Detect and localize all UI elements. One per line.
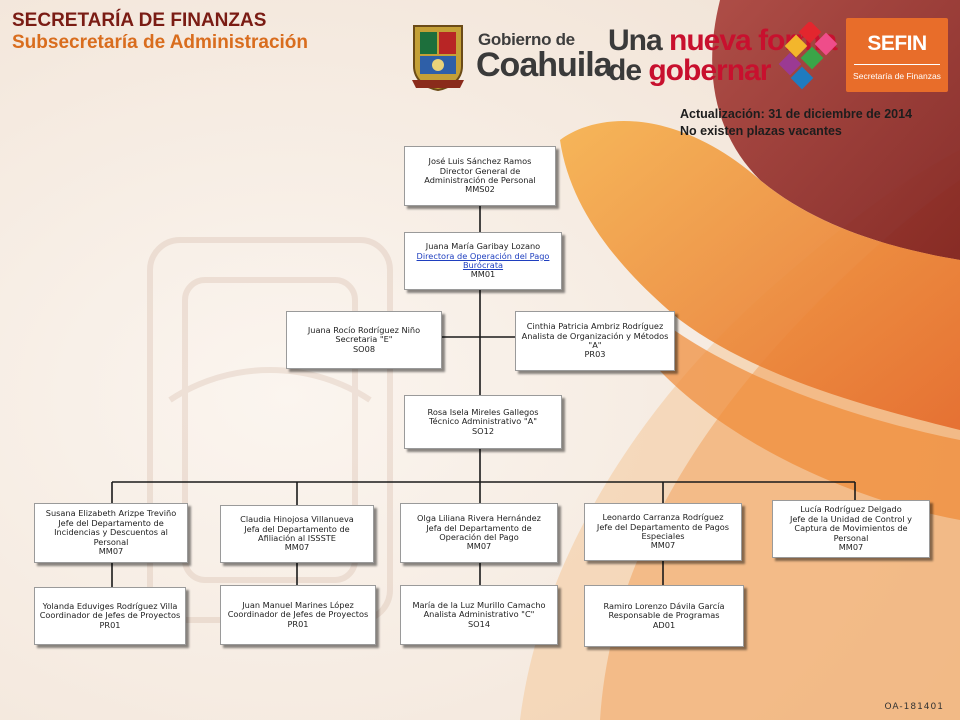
node-code: MM07 bbox=[284, 542, 310, 553]
coahuila-seal-icon bbox=[412, 25, 464, 92]
org-node-secretaria: Juana Rocío Rodríguez Niño Secretaria "E… bbox=[286, 311, 442, 369]
org-node-analista-organizacion: Cinthia Patricia Ambriz Rodríguez Analis… bbox=[515, 311, 675, 371]
node-name: Juan Manuel Marines López bbox=[242, 599, 354, 610]
slogan-part-4: gobernar bbox=[648, 54, 771, 87]
org-node-tecnico: Rosa Isela Mireles Gallegos Técnico Admi… bbox=[404, 395, 562, 449]
sefin-logo: SEFIN Secretaría de Finanzas bbox=[846, 18, 948, 92]
node-name: Olga Liliana Rivera Hernández bbox=[417, 513, 541, 524]
sefin-logo-title: SEFIN bbox=[867, 32, 927, 55]
node-title: Jefa del Departamento de Operación del P… bbox=[426, 522, 532, 542]
node-title: Jefe del Departamento de Pagos Especiale… bbox=[596, 521, 730, 541]
org-node-coordinador-marines: Juan Manuel Marines López Coordinador de… bbox=[220, 585, 376, 645]
node-title: Secretaria "E" bbox=[335, 334, 393, 345]
node-name: Cinthia Patricia Ambriz Rodríguez bbox=[526, 321, 664, 332]
sefin-logo-divider bbox=[854, 64, 940, 65]
org-node-jefa-afiliacion: Claudia Hinojosa Villanueva Jefa del Dep… bbox=[220, 505, 374, 563]
node-name: Rosa Isela Mireles Gallegos bbox=[427, 406, 539, 417]
org-node-jefe-pagos-especiales: Leonardo Carranza Rodríguez Jefe del Dep… bbox=[584, 503, 742, 561]
node-title: Técnico Administrativo "A" bbox=[428, 416, 538, 427]
org-node-responsable-programas: Ramiro Lorenzo Dávila García Responsable… bbox=[584, 585, 744, 647]
node-title: Jefa del Departamento de Afiliación al I… bbox=[244, 523, 350, 543]
node-name: Ramiro Lorenzo Dávila García bbox=[603, 600, 725, 611]
node-title: Jefe del Departamento de Incidencias y D… bbox=[54, 517, 168, 547]
node-code: MM07 bbox=[838, 542, 864, 553]
header-titles: SECRETARÍA DE FINANZAS Subsecretaría de … bbox=[12, 10, 308, 54]
node-code: PR03 bbox=[584, 349, 606, 360]
org-node-analista-murillo: María de la Luz Murillo Camacho Analista… bbox=[400, 585, 558, 645]
org-node-jefa-operacion: Olga Liliana Rivera Hernández Jefa del D… bbox=[400, 503, 558, 563]
update-notes: Actualización: 31 de diciembre de 2014 N… bbox=[680, 106, 912, 140]
org-node-coordinador-villa: Yolanda Eduviges Rodríguez Villa Coordin… bbox=[34, 587, 186, 645]
node-title: Coordinador de Jefes de Proyectos bbox=[227, 609, 369, 620]
node-title: Director General de Administración de Pe… bbox=[424, 165, 536, 185]
node-name: María de la Luz Murillo Camacho bbox=[412, 599, 546, 610]
slogan-part-3: de bbox=[608, 54, 642, 87]
node-name: Yolanda Eduviges Rodríguez Villa bbox=[42, 600, 178, 611]
node-name: Leonardo Carranza Rodríguez bbox=[602, 512, 724, 523]
coahuila-label: Coahuila bbox=[476, 46, 613, 84]
node-code: SO14 bbox=[467, 618, 491, 629]
node-name: Juana María Garibay Lozano bbox=[425, 241, 541, 252]
node-code: MMS02 bbox=[465, 184, 495, 195]
org-node-directora-pago: Juana María Garibay Lozano Directora de … bbox=[404, 232, 562, 290]
node-title: Analista de Organización y Métodos "A" bbox=[521, 330, 669, 350]
gobierno-label: Gobierno de bbox=[478, 30, 575, 49]
node-name: Susana Elizabeth Arizpe Treviño bbox=[45, 508, 177, 519]
document-code: OA-181401 bbox=[884, 702, 944, 712]
node-title-link[interactable]: Directora de Operación del Pago Burócrat… bbox=[416, 250, 550, 270]
node-code: MM07 bbox=[98, 546, 124, 557]
node-code: SO08 bbox=[352, 343, 376, 354]
update-date: Actualización: 31 de diciembre de 2014 bbox=[680, 107, 913, 121]
vacancy-note: No existen plazas vacantes bbox=[680, 124, 842, 138]
pinwheel-logo-icon bbox=[778, 22, 838, 90]
org-node-jefa-incidencias: Susana Elizabeth Arizpe Treviño Jefe del… bbox=[34, 503, 188, 563]
page-subtitle: Subsecretaría de Administración bbox=[12, 32, 309, 53]
node-title: Analista Administrativo "C" bbox=[423, 609, 535, 620]
node-code: PR01 bbox=[287, 618, 309, 629]
node-code: MM07 bbox=[466, 541, 492, 552]
node-title: Jefe de la Unidad de Control y Captura d… bbox=[789, 513, 913, 543]
node-code: MM01 bbox=[470, 269, 496, 280]
node-name: Juana Rocío Rodríguez Niño bbox=[307, 324, 421, 335]
node-name: Claudia Hinojosa Villanueva bbox=[240, 514, 354, 525]
node-code: AD01 bbox=[652, 619, 676, 630]
org-node-jefa-control: Lucía Rodríguez Delgado Jefe de la Unida… bbox=[772, 500, 930, 558]
node-name: José Luis Sánchez Ramos bbox=[428, 156, 532, 167]
org-node-director: José Luis Sánchez Ramos Director General… bbox=[404, 146, 556, 206]
sefin-logo-subtitle: Secretaría de Finanzas bbox=[853, 71, 941, 81]
page-title: SECRETARÍA DE FINANZAS bbox=[12, 10, 267, 31]
node-title: Responsable de Programas bbox=[608, 610, 720, 621]
node-code: PR01 bbox=[99, 619, 121, 630]
slogan-line-2: de gobernar bbox=[608, 54, 771, 88]
node-code: MM07 bbox=[650, 540, 676, 551]
node-title: Coordinador de Jefes de Proyectos bbox=[39, 610, 181, 621]
node-name: Lucía Rodríguez Delgado bbox=[800, 504, 902, 515]
slogan-part-1: Una bbox=[608, 24, 663, 57]
node-code: SO12 bbox=[471, 425, 495, 436]
